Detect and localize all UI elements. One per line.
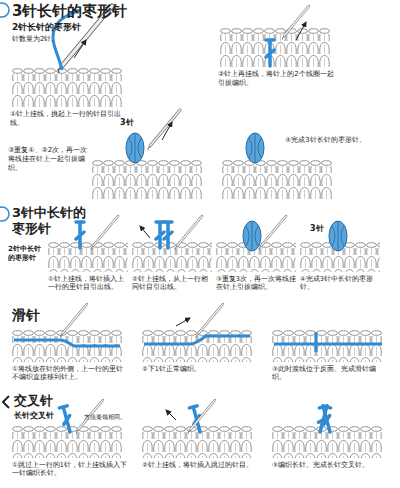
step-text: ③编织长针。完成长针交叉针。: [272, 461, 390, 469]
section-title: 交叉针: [14, 393, 114, 409]
step-text: ①跳过上一行的1针，针上挂线插入下一针编织长针。: [12, 461, 130, 477]
slip-stitch-steps: [12, 304, 382, 362]
step-text: ②下1针正常编织。: [142, 365, 257, 373]
step-text: ①针上挂线，将针插入上一行的里针目引出线。: [48, 275, 128, 291]
step-text: ②针上再挂线，将针上的2个线圈一起引拔编织。: [218, 70, 336, 88]
subtitle: 2针长针的枣形针: [12, 22, 172, 33]
crossed-stitch-steps: [12, 400, 382, 458]
section-title: 3针长针的枣形针: [12, 2, 212, 21]
subtitle: 2针中长针的枣形针: [8, 245, 46, 263]
step-text: ③重复①、②2次，再一次将线挂在针上一起引拔编织。: [8, 146, 88, 172]
step-text: ③重复3次，再一次将线挂在针上引拔编织。: [216, 275, 296, 291]
bobble-3dc-steps: [12, 6, 332, 199]
section-markers: [0, 3, 9, 408]
step-text: ④完成3针中长针的枣形针。: [300, 275, 385, 291]
step-text: ②针上挂线，从上一行相同针目引出线。: [132, 275, 212, 291]
step-text: ③此时渡线位于反面。完成滑针编织。: [272, 365, 387, 381]
bobble-3hdc-steps: [48, 216, 380, 272]
stitch-count: 3针: [310, 224, 340, 234]
step-text: ①针上挂线，挑起上一行的针目引出线。: [10, 110, 128, 128]
subtitle: 长针交叉针: [14, 411, 84, 421]
step-text: ④完成3针长针的枣形针。: [285, 136, 380, 145]
section-title: 3针中长针的枣形针: [12, 205, 90, 238]
note: 方法要领相同。: [84, 413, 164, 421]
step-text: ①将线放在针的外侧，上一行的里针不编织直接移到针上。: [12, 365, 127, 381]
section-title: 滑针: [12, 307, 92, 325]
note: 针数量为2针。: [12, 35, 172, 44]
stitch-count: 3针: [120, 118, 150, 128]
step-text: ②针上挂线，将针插入跳过的针目。: [142, 461, 260, 469]
